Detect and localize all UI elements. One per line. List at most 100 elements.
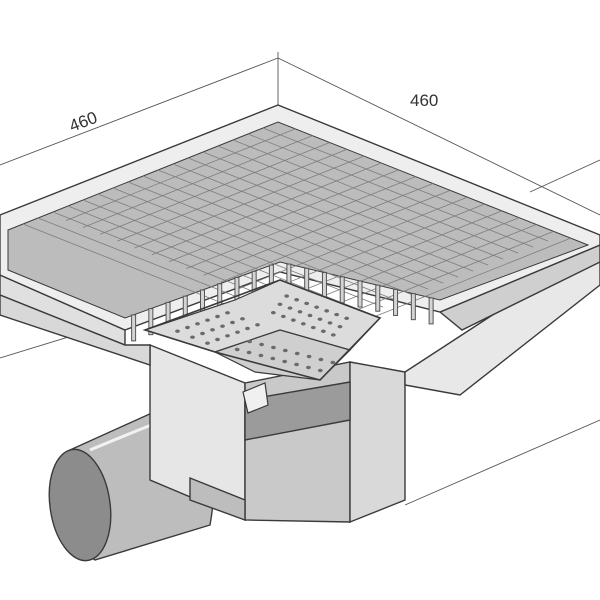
perforation-hole xyxy=(225,311,230,315)
grating-bar-b xyxy=(306,224,537,317)
perforation-hole xyxy=(294,351,300,356)
perforation-hole xyxy=(245,326,250,331)
perforation-hole xyxy=(270,356,276,361)
grating-bar-b xyxy=(255,203,485,297)
perforation-hole xyxy=(205,318,210,322)
grating-bars xyxy=(22,127,571,338)
grating-bar-a xyxy=(157,169,444,284)
dim-ext-bottom-right xyxy=(404,419,600,506)
perforation-hole xyxy=(255,323,260,327)
perforation-hole xyxy=(200,331,205,336)
sump-inner-shadow xyxy=(244,381,351,441)
grating-top xyxy=(0,104,600,342)
perforation-hole xyxy=(270,310,276,315)
grating-fin xyxy=(321,272,327,300)
grating-bar-b xyxy=(100,142,330,235)
perforation-hole xyxy=(235,330,240,334)
perforation-hole xyxy=(290,318,296,322)
grating-bar-b xyxy=(134,155,365,249)
frame xyxy=(0,244,600,396)
dim-label-left: 460 xyxy=(67,108,100,136)
perforation-hole xyxy=(185,325,190,330)
perforation-hole xyxy=(240,317,245,321)
grating-fin xyxy=(428,297,434,325)
grating-bar-b xyxy=(186,176,416,269)
perforation-hole xyxy=(318,357,324,362)
grating-bar-a xyxy=(187,157,474,272)
perforation-hole xyxy=(215,337,220,342)
basket-rim xyxy=(142,279,382,381)
grating-bar-b xyxy=(237,196,468,290)
perforation-hole xyxy=(284,294,290,298)
perforation-hole xyxy=(205,341,210,345)
grating-bar-b xyxy=(220,189,451,283)
perforation-hole xyxy=(282,348,288,353)
basket-clip xyxy=(242,382,269,414)
perforation-hole xyxy=(344,316,350,321)
perforation-hole xyxy=(230,320,235,325)
grating-bar-b xyxy=(168,169,399,263)
perforation-hole xyxy=(210,328,215,332)
perforation-hole xyxy=(246,350,252,355)
perforation-hole xyxy=(334,312,340,317)
perforation-hole xyxy=(307,313,313,318)
grating-fin xyxy=(148,308,154,336)
grating-fin xyxy=(339,276,345,304)
grating-bar-a xyxy=(172,163,459,278)
grating-bar-b xyxy=(323,230,554,324)
grating-bar-a xyxy=(217,145,504,260)
perforation-hole xyxy=(220,324,225,328)
dim-line-right xyxy=(277,57,600,216)
perforation-hole xyxy=(282,359,288,364)
perforation-hole xyxy=(300,322,306,326)
grating-fin xyxy=(357,280,363,308)
grating-bar-b xyxy=(289,217,520,310)
perforation-hole xyxy=(215,314,220,319)
perforation-hole xyxy=(294,298,300,302)
grating-fin xyxy=(131,314,137,342)
dim-line-left xyxy=(0,57,279,166)
perforation-hole xyxy=(317,368,323,373)
frame-left-face xyxy=(0,294,151,366)
grating-bar-a xyxy=(97,193,384,308)
grating-bar-a xyxy=(112,187,399,302)
perforation-hole xyxy=(294,362,299,367)
perforation-hole xyxy=(258,353,264,358)
perforation-hole xyxy=(330,333,336,337)
grating-bar-b xyxy=(117,148,348,242)
grating-bar-a xyxy=(247,133,534,248)
perforation-hole xyxy=(175,329,180,333)
perforation-hole xyxy=(190,335,195,339)
grating-bar-b xyxy=(82,135,313,228)
grating-bar-b xyxy=(65,128,296,222)
grating-fin xyxy=(393,288,399,316)
perforation-hole xyxy=(320,329,326,333)
perforation-hole xyxy=(324,309,330,313)
grating-bar-a xyxy=(202,151,489,266)
perforation-hole xyxy=(304,301,310,306)
perforation-hole xyxy=(280,314,286,319)
perforation-hole xyxy=(259,342,264,347)
grating-fin xyxy=(410,293,416,321)
grating-bar-b xyxy=(203,183,434,276)
perforation-hole xyxy=(337,324,343,329)
grating-fin xyxy=(375,284,381,312)
perforation-hole xyxy=(306,354,312,359)
grating-bar-a xyxy=(82,199,369,314)
grating-bar-a xyxy=(127,181,414,296)
pipe-opening xyxy=(48,448,112,562)
grating-bar-a xyxy=(232,139,519,254)
perforation-hole xyxy=(306,365,311,370)
perforation-hole xyxy=(317,317,323,321)
grating-bar-a xyxy=(262,127,549,242)
perforation-hole xyxy=(314,305,320,309)
grating-bar-a xyxy=(142,175,429,290)
perforation-hole xyxy=(247,339,253,344)
dim-ext-right xyxy=(529,159,600,193)
grating-bar-b xyxy=(341,237,571,331)
perforation-hole xyxy=(327,321,333,325)
perforation-hole xyxy=(287,306,293,310)
perforation-hole xyxy=(225,334,230,338)
perforation-hole xyxy=(234,347,240,352)
